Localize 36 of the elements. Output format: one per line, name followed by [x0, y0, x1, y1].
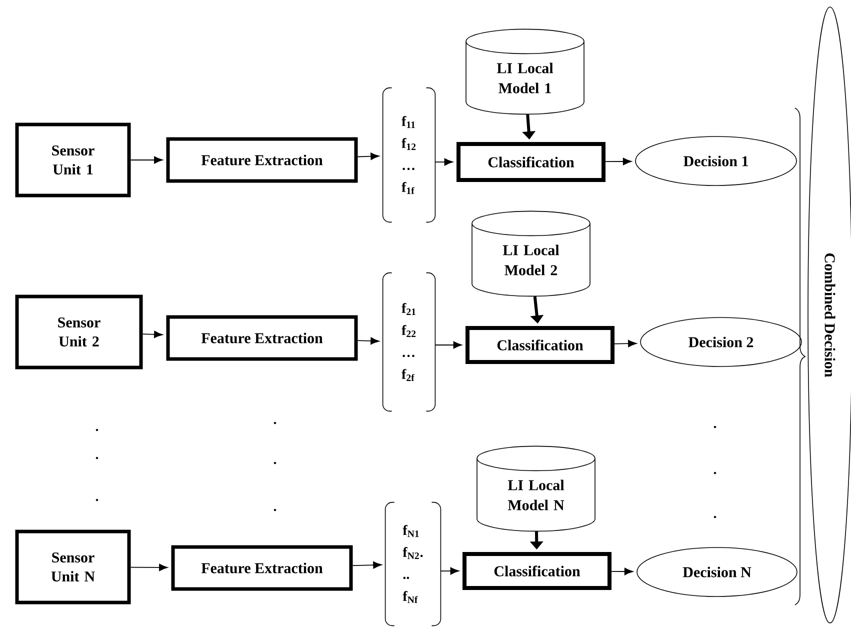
arrow [352, 561, 382, 569]
process-box: Feature Extraction [166, 315, 358, 361]
ellipsis-dot: . [274, 508, 276, 512]
process-box: Classification [462, 552, 612, 590]
feature-vector: f$_{21}$ f$_{22}$ … f$_{2f}$ [382, 272, 436, 412]
arrow [614, 340, 637, 348]
arrow [434, 341, 462, 349]
process-box: Feature Extraction [171, 545, 353, 591]
arrow [440, 567, 459, 575]
ellipsis-dot: . [714, 516, 716, 518]
feature-vector: f$_{11}$ f$_{12}$ … f$_{1f}$ [382, 87, 436, 223]
database-cylinder: LI Local Model N [476, 446, 596, 532]
arrow [130, 156, 163, 164]
ellipsis-dot: . [714, 426, 716, 428]
process-box: Feature Extraction [166, 137, 358, 183]
ellipsis-dot: . [96, 456, 98, 460]
ellipsis-dot: . [714, 472, 716, 474]
arrow [611, 568, 634, 576]
arrow [357, 152, 380, 160]
database-cylinder: LI Local Model 1 [466, 28, 584, 115]
feature-vector: f$_{N1}$ f$_{N2}$. .. f$_{Nf}$ [384, 502, 442, 626]
sensor-box: Sensor Unit N [15, 530, 131, 604]
arrow [434, 158, 453, 166]
ellipsis-dot: . [274, 422, 276, 424]
arrow [605, 158, 632, 166]
process-box: Classification [456, 142, 606, 182]
database-cylinder: LI Local Model 2 [472, 210, 590, 297]
arrow [357, 337, 380, 345]
process-box: Classification [466, 326, 614, 364]
sensor-box: Sensor Unit 2 [15, 294, 143, 370]
ellipsis-dot: . [274, 462, 276, 464]
ellipsis-dot: . [96, 498, 98, 502]
ellipsis-dot: . [96, 428, 98, 432]
sensor-box: Sensor Unit 1 [15, 122, 131, 198]
arrow [130, 564, 168, 572]
arrow [142, 330, 163, 338]
